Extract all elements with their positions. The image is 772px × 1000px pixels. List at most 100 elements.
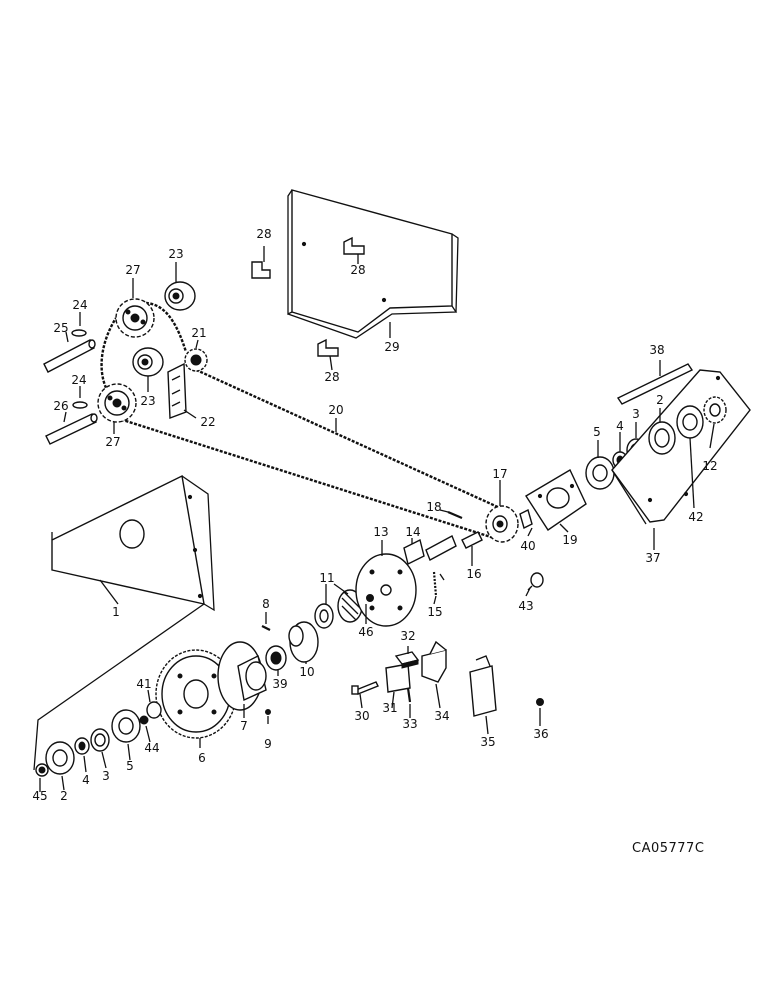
spring-15 xyxy=(432,571,438,597)
callout-13: 13 xyxy=(373,525,388,539)
pin-18 xyxy=(447,510,463,520)
callout-19: 19 xyxy=(562,533,577,547)
pin-43 xyxy=(527,572,544,591)
callout-35: 35 xyxy=(480,735,495,749)
sprocket-12 xyxy=(703,396,727,424)
cover-1 xyxy=(33,474,215,771)
callout-9: 9 xyxy=(264,737,272,751)
bolt-9 xyxy=(265,709,271,715)
sprocket-27-upper xyxy=(115,298,155,338)
callout-27-top: 27 xyxy=(125,263,140,277)
callout-3-left: 3 xyxy=(102,769,110,783)
rod-38 xyxy=(616,363,694,405)
nut-44 xyxy=(139,715,149,725)
bracket-22 xyxy=(167,362,187,419)
bracket-28-c xyxy=(317,338,339,357)
callout-32: 32 xyxy=(400,629,415,643)
callout-26: 26 xyxy=(53,399,68,413)
callout-27-bottom: 27 xyxy=(105,435,120,449)
callout-24-top: 24 xyxy=(72,298,87,312)
callout-21: 21 xyxy=(191,326,206,340)
collar-4-left xyxy=(74,737,90,755)
callout-14: 14 xyxy=(405,525,420,539)
callout-2-right: 2 xyxy=(656,393,664,407)
callout-40: 40 xyxy=(520,539,535,553)
nut-36 xyxy=(536,698,544,706)
callout-6: 6 xyxy=(198,751,206,765)
bracket-34 xyxy=(421,640,447,683)
hub-7 xyxy=(217,641,267,711)
callout-1: 1 xyxy=(112,605,120,619)
bolt-30 xyxy=(351,681,379,695)
bracket-35 xyxy=(469,655,497,717)
bracket-28-a xyxy=(251,261,271,279)
callout-12: 12 xyxy=(702,459,717,473)
callout-46: 46 xyxy=(358,625,373,639)
callout-20: 20 xyxy=(328,403,343,417)
key-24-upper xyxy=(71,329,87,337)
shield-panel xyxy=(287,189,459,339)
callout-31: 31 xyxy=(382,701,397,715)
pin-8 xyxy=(261,625,271,631)
callout-8: 8 xyxy=(262,597,270,611)
callout-2-left: 2 xyxy=(60,789,68,803)
callout-10: 10 xyxy=(299,665,314,679)
plate-31 xyxy=(385,663,411,693)
shaft-25 xyxy=(43,339,96,373)
callout-25: 25 xyxy=(53,321,68,335)
callout-34: 34 xyxy=(434,709,449,723)
sleeve-16 xyxy=(425,531,483,561)
callout-28-b: 28 xyxy=(350,263,365,277)
callout-17: 17 xyxy=(492,467,507,481)
callout-33: 33 xyxy=(402,717,417,731)
sprocket-13 xyxy=(355,553,417,627)
callout-18: 18 xyxy=(426,500,441,514)
bushing-41 xyxy=(146,701,162,719)
bushing-14 xyxy=(403,538,425,566)
callout-5-left: 5 xyxy=(126,759,134,773)
bearing-2-right xyxy=(648,421,676,455)
bracket-28-b xyxy=(343,236,365,255)
figure-code: CA05777C xyxy=(632,841,704,856)
bearing-3-left xyxy=(90,728,110,752)
bearing-42 xyxy=(676,405,704,439)
callout-11: 11 xyxy=(319,571,334,585)
bearing-11-a xyxy=(314,603,334,629)
leader-lines xyxy=(39,246,715,792)
callout-41: 41 xyxy=(136,677,151,691)
callout-38: 38 xyxy=(649,343,664,357)
callout-24-mid: 24 xyxy=(71,373,86,387)
callout-44: 44 xyxy=(144,741,159,755)
callout-3-right: 3 xyxy=(632,407,640,421)
callout-42: 42 xyxy=(688,510,703,524)
idler-23-upper xyxy=(164,281,196,311)
callout-16: 16 xyxy=(466,567,481,581)
clip-40 xyxy=(519,508,533,530)
nut-46 xyxy=(366,594,374,602)
flange-5-right xyxy=(585,456,615,490)
seal-39 xyxy=(265,645,287,671)
idler-23-lower xyxy=(132,347,164,377)
key-24-lower xyxy=(72,401,88,409)
callout-22: 22 xyxy=(200,415,215,429)
callout-23-mid: 23 xyxy=(140,394,155,408)
callout-45: 45 xyxy=(32,789,47,803)
shaft-26 xyxy=(45,413,98,445)
nut-45 xyxy=(35,763,49,777)
callout-43: 43 xyxy=(518,599,533,613)
hub-10 xyxy=(288,621,319,663)
callout-36: 36 xyxy=(533,727,548,741)
callout-labels: 23 27 24 25 21 23 22 24 26 27 28 28 28 2… xyxy=(32,227,717,803)
flange-5-left xyxy=(111,709,141,743)
plate-19 xyxy=(525,469,587,531)
callout-30: 30 xyxy=(354,709,369,723)
sprocket-17 xyxy=(485,505,519,543)
callout-5-right: 5 xyxy=(593,425,601,439)
sprocket-6 xyxy=(155,649,237,739)
callout-29: 29 xyxy=(384,340,399,354)
callout-4-left: 4 xyxy=(82,773,90,787)
callout-28-c: 28 xyxy=(324,370,339,384)
sprocket-27-lower xyxy=(97,383,137,423)
callout-23-top: 23 xyxy=(168,247,183,261)
